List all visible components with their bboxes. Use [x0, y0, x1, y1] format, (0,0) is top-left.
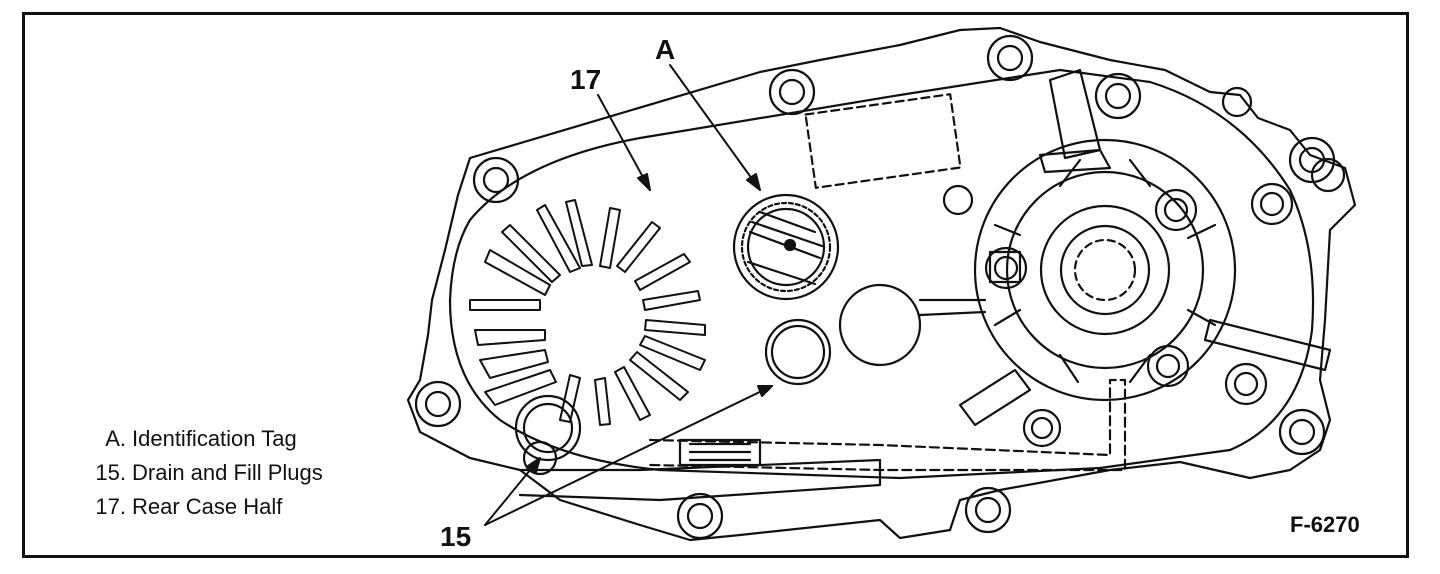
legend-text: Identification Tag — [132, 426, 297, 451]
callout-17: 17 — [570, 64, 602, 95]
vent-lever — [1038, 68, 1112, 174]
case-ribs — [469, 199, 706, 426]
leader-lines — [484, 64, 773, 526]
identification-tag — [732, 193, 840, 301]
legend-item-17: 17.Rear Case Half — [40, 490, 323, 524]
legend-text: Rear Case Half — [132, 494, 283, 519]
case-outline — [406, 26, 1357, 542]
drain-fill-plugs — [514, 318, 832, 462]
pickup-screen — [678, 438, 762, 467]
dashed-pad — [804, 93, 962, 189]
shift-lever-stub — [958, 368, 1032, 427]
access-opening — [838, 283, 922, 367]
lower-trough — [518, 458, 882, 502]
bolt-bosses — [414, 34, 1346, 540]
figure-code: F-6270 — [1290, 512, 1360, 537]
legend-key: 15. — [95, 460, 126, 485]
callout-a: A — [655, 34, 676, 65]
legend-text: Drain and Fill Plugs — [132, 460, 323, 485]
legend-key: A. — [105, 426, 126, 451]
legend: A.Identification Tag 15.Drain and Fill P… — [40, 422, 323, 524]
callout-15: 15 — [440, 521, 472, 552]
legend-key: 17. — [95, 494, 126, 519]
right-brace — [1203, 318, 1332, 372]
legend-item-15: 15.Drain and Fill Plugs — [40, 456, 323, 490]
output-housing — [918, 138, 1237, 402]
legend-item-a: A.Identification Tag — [40, 422, 323, 456]
inner-case-wall — [448, 68, 1315, 480]
pickup-tube — [648, 378, 1127, 472]
